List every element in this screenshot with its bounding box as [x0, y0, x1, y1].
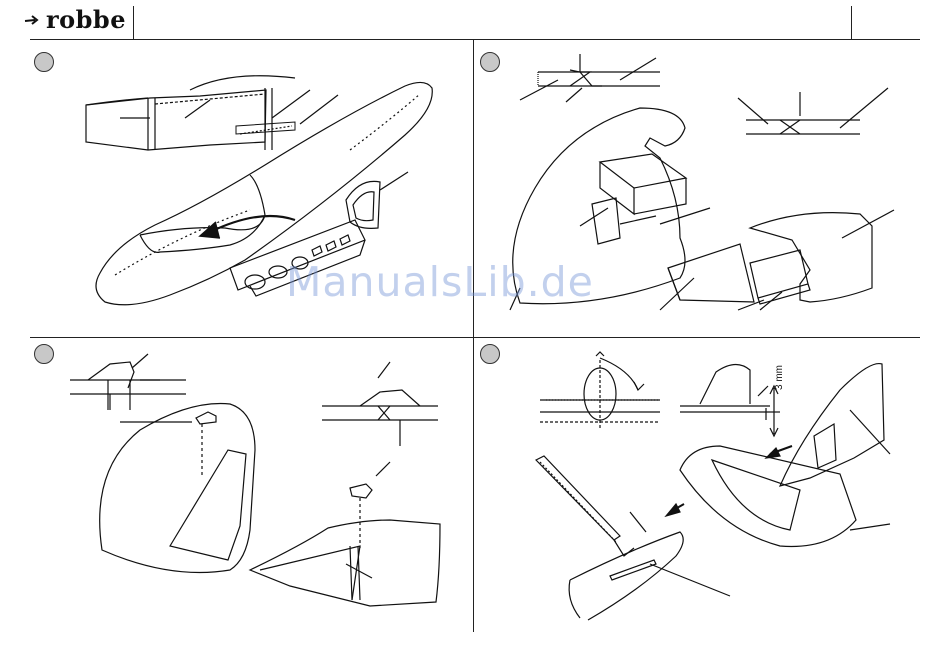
horizontal-divider — [30, 337, 920, 338]
robbe-logo: robbe — [24, 4, 126, 34]
dimension-label: 3 mm — [774, 365, 785, 390]
header-rule — [30, 39, 920, 40]
panel-fin-alignment: 3 mm — [480, 350, 910, 630]
step-marker-icon — [34, 344, 54, 364]
panel-fin-mount — [60, 350, 460, 620]
watermark-text: ManualsLib.de — [286, 258, 594, 306]
header-separator-right — [851, 6, 852, 39]
robbe-logo-icon — [24, 12, 44, 26]
fin-mount-illustration — [60, 350, 460, 620]
brand-name: robbe — [46, 5, 126, 34]
step-marker-icon — [34, 52, 54, 72]
fin-alignment-illustration — [480, 350, 910, 630]
page-header: robbe — [0, 0, 950, 40]
header-separator-left — [133, 6, 134, 39]
vertical-divider — [473, 40, 474, 632]
